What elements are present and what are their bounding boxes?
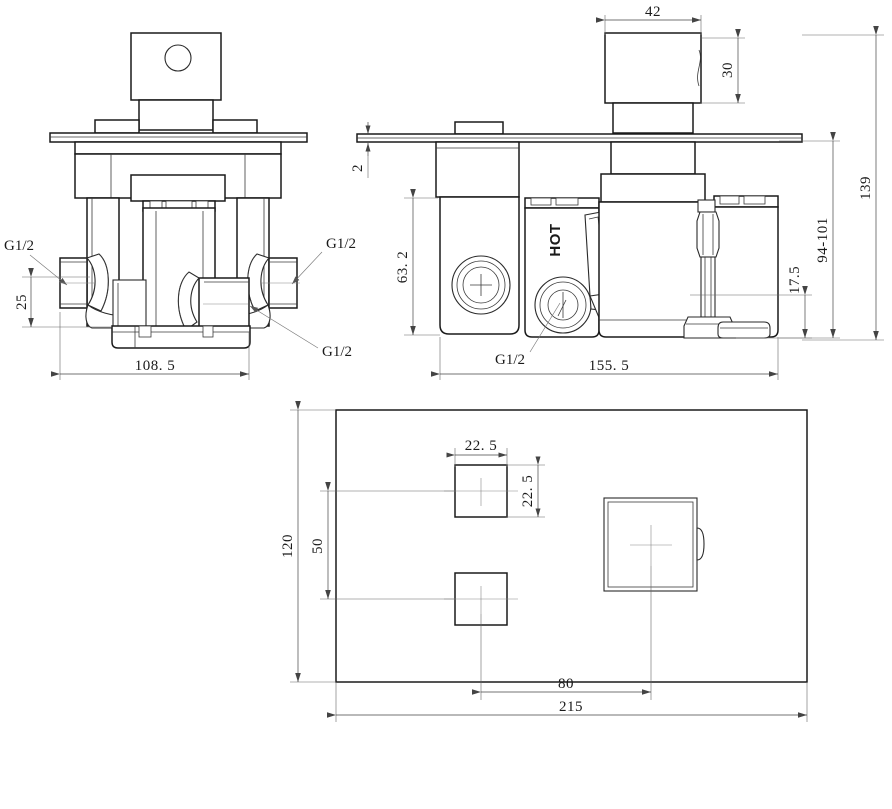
dim-front-depth-range-text: 94-101 xyxy=(815,217,831,263)
side-knob xyxy=(130,32,222,131)
dim-front-lever-height-text: 17.5 xyxy=(787,266,803,294)
dimension-front-plate-thickness: 2 xyxy=(350,122,371,178)
dim-side-outlet-height-text: 25 xyxy=(14,294,30,310)
dimension-plan-square-width: 22. 5 xyxy=(446,438,508,467)
label-side-port-centre: G1/2 xyxy=(203,303,352,360)
plan-faceplate xyxy=(335,409,808,683)
plan-upper-square xyxy=(444,464,518,518)
dim-front-overall-height-text: 139 xyxy=(858,176,874,200)
front-port-thread-text: G1/2 xyxy=(495,352,525,368)
side-wall-plate xyxy=(49,132,308,143)
plan-mixer-square xyxy=(603,497,705,592)
dim-plan-plate-height-text: 120 xyxy=(280,534,296,558)
dim-plan-plate-width-text: 215 xyxy=(559,699,583,715)
dimension-front-knob-width: 42 xyxy=(596,4,702,35)
front-right-lever xyxy=(683,195,779,339)
dimension-front-overall-height: 139 xyxy=(802,26,884,341)
dim-plan-square-height-text: 22. 5 xyxy=(520,475,536,508)
front-left-cap xyxy=(435,141,520,335)
side-outlet-centre xyxy=(177,271,250,331)
dim-plan-square-width-text: 22. 5 xyxy=(465,438,498,454)
dim-plan-centres-text: 80 xyxy=(558,676,574,692)
dim-front-plate-thickness-text: 2 xyxy=(350,164,366,172)
dim-front-total-width-text: 155. 5 xyxy=(589,358,630,374)
front-tab xyxy=(454,121,504,135)
side-tab-left xyxy=(94,119,140,134)
dimension-plan-plate-height: 120 xyxy=(280,401,336,683)
dim-side-width-text: 108. 5 xyxy=(135,358,176,374)
side-base xyxy=(111,325,251,349)
dimension-plan-plate-width: 215 xyxy=(327,682,808,722)
label-front-port-thread: G1/2 xyxy=(495,302,561,368)
view-plan-faceplate: 22. 5 22. 5 120 50 80 xyxy=(280,401,808,722)
front-knob xyxy=(604,32,702,134)
dimension-front-lever-height: 17.5 xyxy=(690,266,812,339)
front-centre-column xyxy=(600,141,706,203)
dimension-plan-square-spacing: 50 xyxy=(310,482,456,600)
side-port-centre-text: G1/2 xyxy=(322,344,352,360)
dimension-side-width: 108. 5 xyxy=(51,312,250,380)
view-side-elevation: 108. 5 25 G1/2 G1/2 G1/2 xyxy=(4,32,356,380)
side-inner-bracket xyxy=(112,279,147,329)
dimension-plan-centres: 80 xyxy=(472,676,651,695)
side-port-right-text: G1/2 xyxy=(326,236,356,252)
side-port-left-text: G1/2 xyxy=(4,238,34,254)
dimension-front-knob-height: 30 xyxy=(700,29,745,104)
front-wall-plate xyxy=(356,133,803,143)
dim-front-knob-width-text: 42 xyxy=(645,4,661,20)
dimension-front-total-width: 155. 5 xyxy=(431,337,779,380)
dim-plan-square-spacing-text: 50 xyxy=(310,538,326,554)
view-front-elevation: HOT xyxy=(350,4,884,380)
label-side-port-right: G1/2 xyxy=(262,236,356,285)
label-side-port-left: G1/2 xyxy=(4,238,95,286)
dim-front-knob-height-text: 30 xyxy=(720,62,736,78)
side-tab-right xyxy=(212,119,258,134)
front-hot-valve: HOT xyxy=(524,197,615,338)
dimension-front-depth-range: 94-101 xyxy=(779,132,840,339)
dimension-front-body-height: 63. 2 xyxy=(395,189,440,336)
dimension-plan-square-height: 22. 5 xyxy=(506,456,545,518)
dimension-side-outlet-height: 25 xyxy=(14,268,112,328)
front-hot-text: HOT xyxy=(547,223,564,256)
dim-front-body-height-text: 63. 2 xyxy=(395,251,411,284)
